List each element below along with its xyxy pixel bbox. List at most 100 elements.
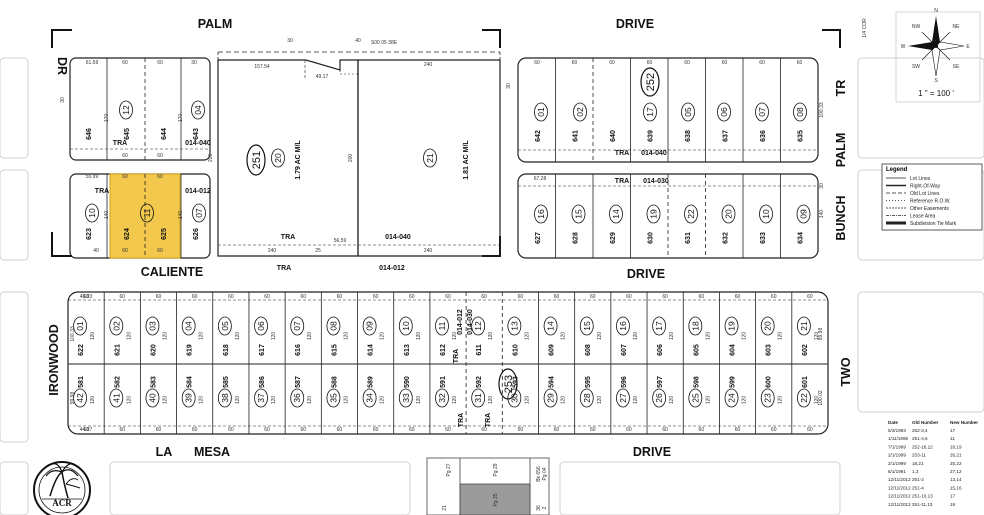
apn-620: 620 bbox=[150, 344, 157, 356]
tr-lot-number: 17 bbox=[645, 107, 655, 117]
dim-60: 60 bbox=[590, 427, 596, 433]
bb-bot-lot-marker bbox=[109, 388, 124, 408]
street-mesa: MESA bbox=[194, 445, 230, 459]
apn-610: 610 bbox=[512, 344, 519, 356]
center-lot-marker bbox=[423, 148, 437, 168]
dim-30: 30 bbox=[60, 97, 66, 103]
apn-584: 584 bbox=[187, 376, 194, 388]
dim-60: 60 bbox=[192, 427, 198, 433]
apn-612: 612 bbox=[440, 344, 447, 356]
history-cell: 19 bbox=[950, 502, 956, 507]
history-cell: 18,19 bbox=[950, 444, 962, 449]
bb-top-lot-number: 03 bbox=[147, 321, 157, 331]
compass-nw: NW bbox=[912, 24, 921, 30]
bb-bot-lot-number: 38 bbox=[220, 393, 230, 403]
page-252-marker bbox=[640, 67, 660, 97]
bb-top-lot-marker bbox=[543, 316, 558, 336]
bb-top-lot-marker bbox=[145, 316, 160, 336]
dim-60: 60 bbox=[735, 427, 741, 433]
apn-603: 603 bbox=[766, 344, 773, 356]
apn-644: 644 bbox=[161, 128, 168, 140]
history-cell: 17 bbox=[950, 494, 956, 499]
apn-601: 601 bbox=[802, 376, 809, 388]
bb-top-lot-marker bbox=[362, 316, 377, 336]
dim-120: 120 bbox=[597, 396, 603, 405]
bb-bot-lot-number: 32 bbox=[437, 393, 447, 403]
dim-120: 120 bbox=[488, 332, 494, 341]
page-253: 253 bbox=[503, 375, 515, 393]
apn-634: 634 bbox=[798, 232, 805, 244]
dim-200: 200 bbox=[208, 154, 214, 163]
bb-top-lot-number: 14 bbox=[546, 321, 556, 331]
tl-lot-number: 04 bbox=[193, 105, 203, 115]
dim-60: 60 bbox=[120, 294, 126, 300]
dim-140: 140 bbox=[178, 211, 184, 220]
bearing: S00 05 38E bbox=[371, 40, 398, 46]
dim-67-28: 67.28 bbox=[534, 176, 547, 182]
apn-588: 588 bbox=[331, 376, 338, 388]
book-page-014-012-bb: 014-012 bbox=[457, 309, 464, 335]
dim-60: 60 bbox=[156, 427, 162, 433]
dim-60: 60 bbox=[192, 294, 198, 300]
bb-bot-lot-marker bbox=[507, 388, 522, 408]
dim-120: 120 bbox=[561, 396, 567, 405]
tr-lot-marker bbox=[681, 102, 695, 122]
dim-60: 60 bbox=[122, 153, 128, 159]
dim-140: 140 bbox=[104, 211, 110, 220]
dim-55-99: 55.99 bbox=[86, 174, 99, 180]
apn-629: 629 bbox=[610, 232, 617, 244]
pg-27: Pg 27 bbox=[446, 463, 452, 476]
mr-lot-number: 09 bbox=[799, 209, 809, 219]
history-cell: 5/3/1993 bbox=[888, 428, 906, 433]
apn-627: 627 bbox=[535, 232, 542, 244]
apn-617: 617 bbox=[259, 344, 266, 356]
dim-60: 60 bbox=[518, 294, 524, 300]
tr-lot-marker bbox=[573, 102, 587, 122]
center-lot-number: 20 bbox=[273, 153, 283, 163]
dim-60: 60 bbox=[445, 294, 451, 300]
bb-bot-lot-number: 33 bbox=[401, 393, 411, 403]
street-tr-right: TR bbox=[834, 80, 848, 97]
bb-bot-lot-marker bbox=[326, 388, 341, 408]
pg-29: Pg 29 bbox=[493, 463, 499, 476]
bb-bot-lot-number: 26 bbox=[654, 393, 664, 403]
bb-bot-lot-number: 36 bbox=[292, 393, 302, 403]
mr-lot-marker bbox=[571, 204, 586, 224]
apn-602: 602 bbox=[802, 344, 809, 356]
mr-lot-number: 14 bbox=[611, 209, 621, 219]
bb-top-lot-number: 16 bbox=[618, 321, 628, 331]
dim-60: 60 bbox=[699, 427, 705, 433]
dim-120: 120 bbox=[343, 396, 349, 405]
tl2-lot-number: 07 bbox=[194, 208, 204, 218]
history-cell: 251-4 bbox=[912, 485, 924, 490]
dim-170: 170 bbox=[104, 114, 110, 123]
history-cell: 252-3,4 bbox=[912, 428, 928, 433]
dim-157-54: 157.54 bbox=[254, 64, 270, 70]
legend-title: Legend bbox=[886, 167, 908, 173]
apn-619: 619 bbox=[187, 344, 194, 356]
compass-n: N bbox=[934, 8, 938, 14]
tr-lot-marker bbox=[717, 102, 731, 122]
legend-item: Subdivision Tie Mark bbox=[910, 221, 957, 227]
dim-60: 60 bbox=[122, 248, 128, 254]
tra-caliente: TRA bbox=[277, 265, 291, 272]
book-page-014-040-center: 014-040 bbox=[385, 234, 411, 241]
dim-60: 60 bbox=[120, 427, 126, 433]
tra-tl: TRA bbox=[113, 140, 127, 147]
history-cell: 12/11/2012 bbox=[888, 502, 911, 507]
tl2-lot-marker bbox=[192, 203, 206, 223]
bb-top-lot-marker bbox=[616, 316, 630, 336]
history-cell: 253-11 bbox=[912, 453, 926, 458]
apn-591: 591 bbox=[440, 376, 447, 388]
apn-609: 609 bbox=[549, 344, 556, 356]
apn-632: 632 bbox=[723, 232, 730, 244]
dim-120: 120 bbox=[90, 332, 96, 341]
compass-rose bbox=[908, 16, 965, 77]
tr-lot-number: 06 bbox=[719, 107, 729, 117]
bb-top-lot-marker bbox=[507, 316, 522, 336]
apn-606: 606 bbox=[657, 344, 664, 356]
apn-592: 592 bbox=[476, 376, 483, 388]
dim-60: 60 bbox=[626, 294, 632, 300]
street-dr-left: DR bbox=[55, 57, 69, 75]
